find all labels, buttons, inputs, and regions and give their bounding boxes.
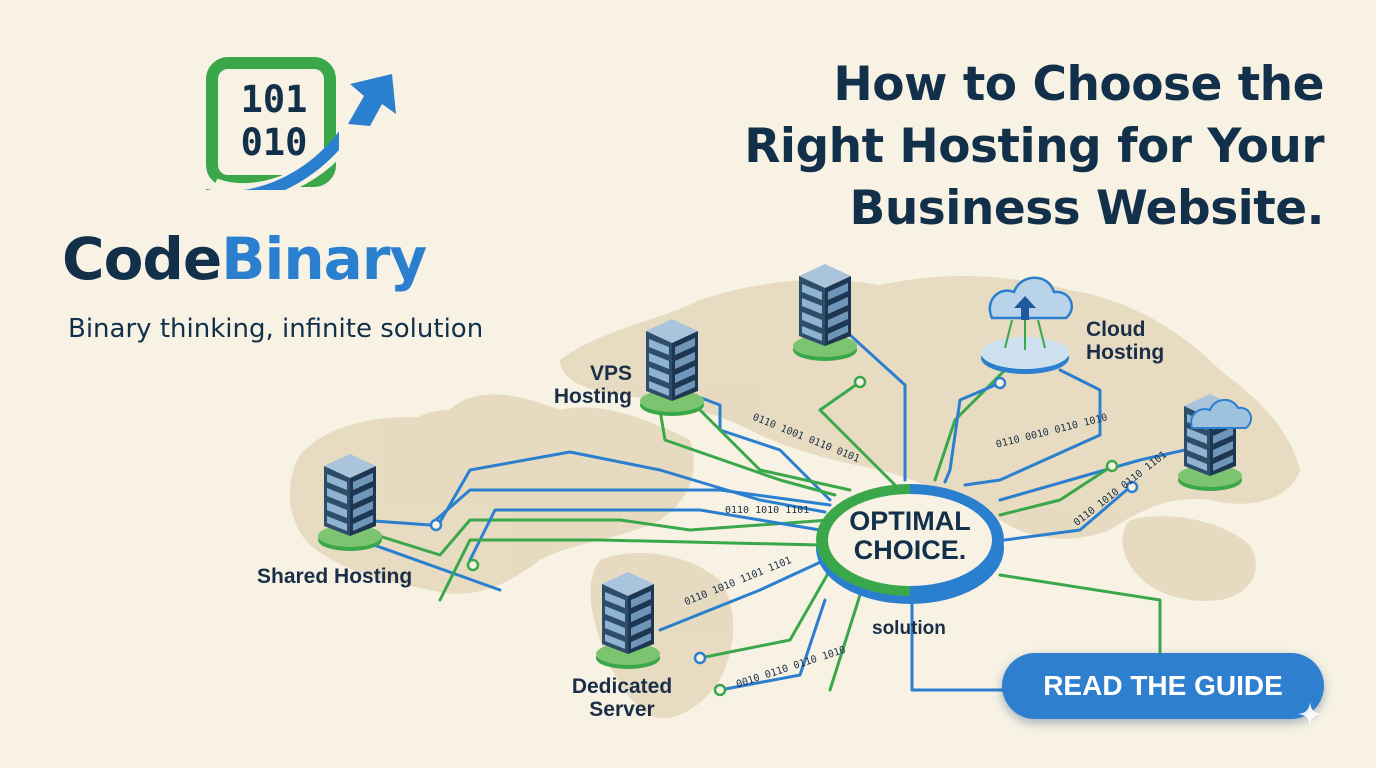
brand-name-binary: Binary bbox=[221, 225, 427, 293]
read-the-guide-button[interactable]: READ THE GUIDE bbox=[1002, 653, 1324, 719]
sparkle-icon bbox=[1298, 702, 1322, 726]
logo-arrow-icon bbox=[348, 74, 396, 126]
codebinary-logo-icon bbox=[206, 57, 339, 190]
dedicated-server-icon bbox=[596, 572, 660, 669]
optimal-choice-text: OPTIMAL CHOICE. bbox=[849, 506, 971, 565]
logo-digits: 101 010 bbox=[240, 78, 308, 164]
dedicated-server-label: Dedicated Server bbox=[571, 675, 673, 721]
cloud-hosting-icon bbox=[981, 276, 1073, 374]
shared-hosting-server-icon bbox=[318, 454, 382, 551]
brand-name: CodeBinary bbox=[62, 225, 427, 293]
shared-hosting-label: Shared Hosting bbox=[257, 565, 413, 588]
cloud-hosting-label: Cloud Hosting bbox=[1086, 318, 1165, 364]
vps-hosting-server-icon-2 bbox=[793, 264, 857, 361]
solution-label: solution bbox=[872, 618, 946, 639]
binary-string: 0110 1010 1101 bbox=[725, 505, 810, 516]
headline-line-1: How to Choose the bbox=[833, 57, 1324, 112]
optimal-choice-ring bbox=[816, 484, 1004, 604]
headline-line-2: Right Hosting for Your bbox=[744, 119, 1324, 174]
brand-tagline: Binary thinking, infinite solution bbox=[68, 314, 484, 344]
vps-hosting-label: VPS Hosting bbox=[553, 362, 632, 408]
vps-hosting-server-icon bbox=[640, 319, 704, 416]
brand-name-code: Code bbox=[62, 225, 222, 293]
cloud-small-icon bbox=[1190, 399, 1253, 429]
page-headline: How to Choose the Right Hosting for Your… bbox=[604, 54, 1324, 240]
world-map bbox=[289, 275, 1300, 719]
headline-line-3: Business Website. bbox=[849, 181, 1325, 236]
network-endpoints bbox=[429, 375, 1139, 697]
network-lines bbox=[358, 333, 1187, 692]
